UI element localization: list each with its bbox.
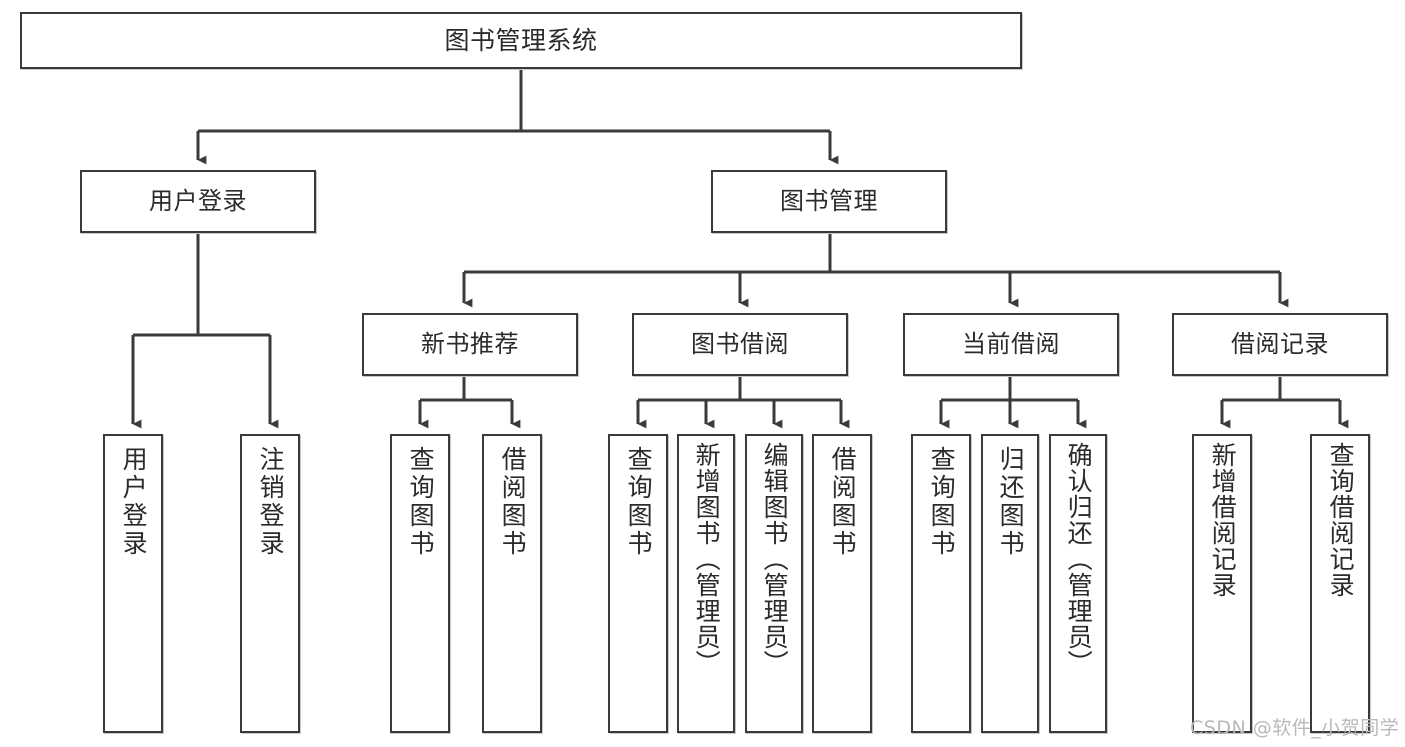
node-leaf-borrow-book-1-label: 借阅图书 <box>498 446 528 558</box>
node-leaf-borrow-book-2[interactable]: 借阅图书 <box>812 434 872 733</box>
node-root-system[interactable]: 图书管理系统 <box>20 12 1022 69</box>
node-current-borrow[interactable]: 当前借阅 <box>903 313 1119 376</box>
node-leaf-add-book-label: 新增图书（管理员） <box>692 442 722 676</box>
node-leaf-query-record-label: 查询借阅记录 <box>1326 442 1356 598</box>
node-leaf-edit-book[interactable]: 编辑图书（管理员） <box>745 434 803 733</box>
node-borrow-record[interactable]: 借阅记录 <box>1172 313 1388 376</box>
node-leaf-logout[interactable]: 注销登录 <box>240 434 300 733</box>
node-leaf-add-book[interactable]: 新增图书（管理员） <box>677 434 735 733</box>
node-book-management[interactable]: 图书管理 <box>711 170 947 233</box>
node-root-system-label: 图书管理系统 <box>444 25 598 55</box>
node-leaf-user-login-label: 用户登录 <box>119 446 149 558</box>
node-leaf-query-book-1-label: 查询图书 <box>406 446 436 558</box>
node-leaf-query-book-3[interactable]: 查询图书 <box>911 434 971 733</box>
node-user-login-label: 用户登录 <box>149 187 247 216</box>
node-book-borrow[interactable]: 图书借阅 <box>632 313 848 376</box>
node-borrow-record-label: 借阅记录 <box>1231 330 1329 359</box>
node-leaf-return-book-label: 归还图书 <box>996 446 1026 558</box>
node-leaf-query-book-3-label: 查询图书 <box>927 446 957 558</box>
node-leaf-query-book-1[interactable]: 查询图书 <box>390 434 450 733</box>
node-leaf-query-book-2[interactable]: 查询图书 <box>608 434 668 733</box>
node-new-book-recommend-label: 新书推荐 <box>421 330 519 359</box>
node-leaf-query-record[interactable]: 查询借阅记录 <box>1310 434 1370 733</box>
node-leaf-confirm-return[interactable]: 确认归还（管理员） <box>1049 434 1107 733</box>
node-leaf-borrow-book-2-label: 借阅图书 <box>828 446 858 558</box>
node-leaf-borrow-book-1[interactable]: 借阅图书 <box>482 434 542 733</box>
node-new-book-recommend[interactable]: 新书推荐 <box>362 313 578 376</box>
node-leaf-query-book-2-label: 查询图书 <box>624 446 654 558</box>
node-leaf-add-record[interactable]: 新增借阅记录 <box>1192 434 1252 733</box>
node-leaf-confirm-return-label: 确认归还（管理员） <box>1064 442 1094 676</box>
node-leaf-add-record-label: 新增借阅记录 <box>1208 442 1238 598</box>
node-book-borrow-label: 图书借阅 <box>691 330 789 359</box>
node-user-login[interactable]: 用户登录 <box>80 170 316 233</box>
node-leaf-user-login[interactable]: 用户登录 <box>103 434 163 733</box>
node-leaf-logout-label: 注销登录 <box>256 446 286 558</box>
node-leaf-edit-book-label: 编辑图书（管理员） <box>760 442 790 676</box>
node-book-management-label: 图书管理 <box>780 187 878 216</box>
watermark-text: CSDN @软件_小贺同学 <box>1190 717 1400 739</box>
node-current-borrow-label: 当前借阅 <box>962 330 1060 359</box>
node-leaf-return-book[interactable]: 归还图书 <box>981 434 1039 733</box>
